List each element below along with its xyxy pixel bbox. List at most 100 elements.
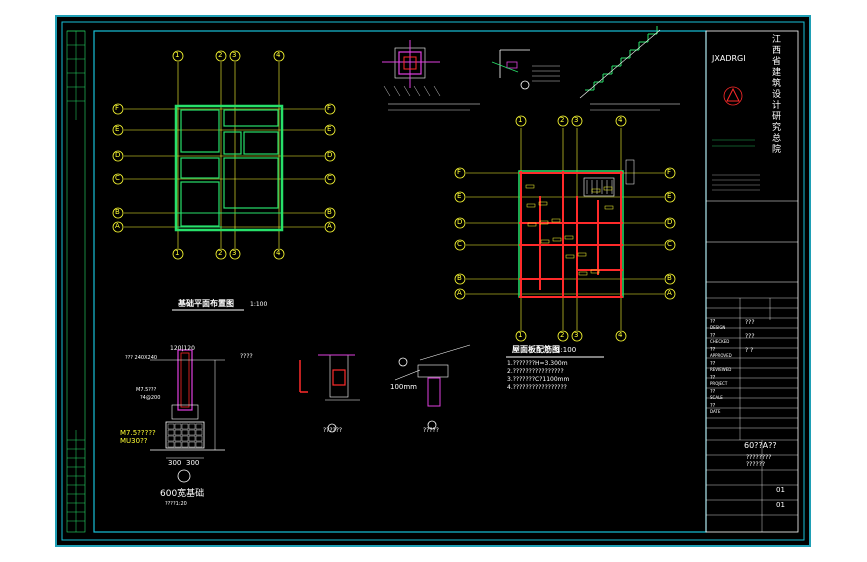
plan2-axis-label: F	[667, 168, 672, 176]
found-brick	[195, 435, 203, 442]
plan2-title: 屋面板配筋图	[512, 345, 560, 354]
plan2-rebar-mark	[551, 218, 561, 223]
plan2-axis-label: 3	[574, 331, 579, 339]
plan2-rebar-mark	[591, 188, 601, 193]
plan1-axis-bubble	[215, 50, 227, 62]
found-core	[180, 352, 190, 408]
plan2-rebar-mark	[538, 201, 548, 206]
plan2-axis-label: 2	[560, 331, 565, 339]
tb-sheet: 01	[776, 501, 785, 509]
tb-field-cn: ??	[710, 319, 716, 325]
found-brick	[167, 435, 175, 442]
plan1-axis-label: B	[115, 208, 120, 216]
plan1-axis-bubble	[215, 248, 227, 260]
plan2-axis-label: 1	[518, 116, 523, 124]
plan1-axis-bubble	[324, 173, 336, 185]
plan1-axis-label: E	[327, 125, 332, 133]
plan1-axis-bubble	[172, 248, 184, 260]
found-brick	[174, 441, 182, 448]
tb-field-cn: ??	[710, 347, 716, 353]
plan1-axis-label: 1	[175, 51, 180, 59]
plan1-axis-label: D	[115, 151, 121, 159]
plan1-axis-bubble	[273, 248, 285, 260]
found-column	[177, 349, 193, 411]
plan1-axis-label: A	[327, 222, 332, 230]
found-brick	[195, 441, 203, 448]
found-brick	[188, 441, 196, 448]
plan2-axis-bubble	[664, 167, 676, 179]
plan1-axis-bubble	[324, 124, 336, 136]
plan1-axis-bubble	[112, 221, 124, 233]
found-brick	[181, 429, 189, 436]
plan2-axis-label: E	[667, 192, 672, 200]
plan2-axis-label: C	[667, 240, 672, 248]
plan2-axis-label: A	[667, 289, 672, 297]
plan1-room	[180, 181, 220, 227]
plan2-axis-label: 4	[618, 331, 623, 339]
tb-drawing-no: 60??A??	[744, 441, 777, 450]
found-cap	[171, 404, 199, 420]
plan1-axis-label: C	[115, 174, 120, 182]
plan1-axis-label: 4	[276, 249, 281, 257]
found-brick	[181, 423, 189, 430]
found-brick	[181, 441, 189, 448]
plan1-room	[223, 109, 279, 127]
plan2-axis-label: C	[457, 240, 462, 248]
tb-field-en: REVIEWED	[710, 367, 732, 372]
plan2-note: 1.???????H=3.300m	[507, 360, 568, 367]
plan2-axis-bubble	[557, 330, 569, 342]
plan2-axis-bubble	[571, 115, 583, 127]
found-note: M7.5?????	[120, 429, 156, 437]
tb-logo-icon	[723, 86, 743, 106]
d3-title: ?????	[423, 427, 439, 434]
plan1-scale: 1:100	[250, 301, 268, 308]
found-top-dim: 120|120	[170, 345, 195, 352]
plan1-axis-label: 3	[232, 249, 237, 257]
tb-institute: 江西省建筑设计研究总院	[770, 34, 780, 155]
plan1-room	[243, 131, 279, 155]
plan1-axis-label: 1	[175, 249, 180, 257]
detailB-bubble	[520, 80, 530, 90]
d3-beam	[417, 364, 449, 378]
plan2-axis-bubble	[664, 217, 676, 229]
found-brick	[167, 423, 175, 430]
found-note: MU30??	[120, 437, 148, 445]
plan2-rebar-mark	[540, 239, 550, 244]
tb-value: ? ?	[745, 347, 754, 354]
tb-field-cn: ??	[710, 389, 716, 395]
plan2-side-label	[625, 159, 635, 185]
found-label: M7.5???	[136, 387, 157, 393]
plan1-room	[180, 109, 220, 153]
plan1-axis-bubble	[324, 207, 336, 219]
plan2-axis-bubble	[571, 330, 583, 342]
found-dim: 300	[186, 459, 200, 467]
tb-field-en: PROJECT	[710, 381, 728, 386]
found-label: ??? 240X240	[125, 355, 158, 361]
plan2-axis-label: F	[457, 168, 462, 176]
plan1-axis-label: C	[327, 174, 332, 182]
plan2-scale: 1:100	[556, 346, 577, 354]
tb-value: ???	[745, 319, 755, 326]
plan2-axis-bubble	[454, 217, 466, 229]
found-brick	[167, 429, 175, 436]
found-brick	[174, 435, 182, 442]
detailA-core	[403, 56, 417, 70]
plan2-axis-bubble	[664, 273, 676, 285]
plan2-axis-bubble	[515, 115, 527, 127]
detailC-slope	[579, 29, 661, 99]
plan2-axis-bubble	[615, 115, 627, 127]
plan1-axis-bubble	[273, 50, 285, 62]
plan1-axis-label: F	[115, 104, 120, 112]
plan2-axis-label: B	[457, 274, 462, 282]
plan2-rebar-mark	[590, 269, 600, 274]
tb-value: ???	[745, 333, 755, 340]
tb-logo-text: JXADRGI	[712, 54, 746, 63]
plan2-axis-label: 1	[518, 331, 523, 339]
plan1-axis-label: D	[327, 151, 333, 159]
plan1-axis-bubble	[324, 221, 336, 233]
plan1-axis-label: 2	[218, 249, 223, 257]
tb-field-cn: ??	[710, 333, 716, 339]
found-brick	[195, 423, 203, 430]
plan2-axis-label: D	[457, 218, 463, 226]
plan2-rebar-mark	[526, 203, 536, 208]
